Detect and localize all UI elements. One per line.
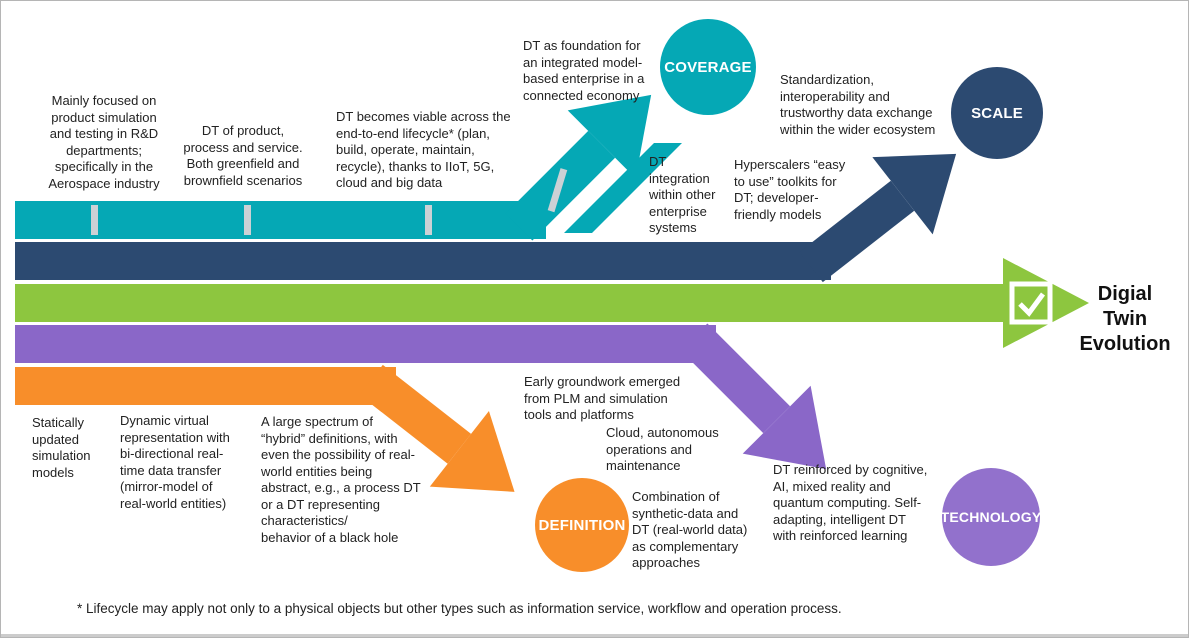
definition-arrow xyxy=(359,364,515,492)
scale-arrow-head xyxy=(872,153,957,235)
note-dt-reinforced: DT reinforced by cognitive, AI, mixed re… xyxy=(773,462,928,543)
note-hyperscalers: Hyperscalers “easy to use” toolkits for … xyxy=(734,157,846,222)
technology-label: TECHNOLOGY xyxy=(940,509,1042,525)
checkmark-icon xyxy=(1018,292,1046,317)
coverage-band xyxy=(15,201,546,239)
note-large-spectrum: A large spectrum of “hybrid” definitions… xyxy=(261,414,421,545)
coverage-milestone-badge: COVERAGE xyxy=(660,19,756,115)
coverage-ribbon-sliver xyxy=(564,143,682,233)
note-statically-updated: Statically updated simulation models xyxy=(32,415,91,480)
technology-arrow xyxy=(680,323,827,470)
tick-mark-icon xyxy=(425,205,432,235)
technology-arrow-head xyxy=(742,385,827,470)
scale-band xyxy=(15,242,831,280)
note-combination-synthetic: Combination of synthetic-data and DT (re… xyxy=(632,489,748,570)
scale-arrow-shaft xyxy=(799,180,915,283)
note-mainly-focused: Mainly focused on product simulation and… xyxy=(48,93,160,191)
note-dt-of-product: DT of product, process and service. Both… xyxy=(183,123,303,188)
page-title: Digial Twin Evolution xyxy=(1079,283,1171,355)
definition-arrow-shaft xyxy=(359,364,472,464)
technology-milestone-badge: TECHNOLOGY xyxy=(940,468,1042,566)
coverage-label: COVERAGE xyxy=(664,58,752,76)
note-dt-becomes-viable: DT becomes viable across the end-to-end … xyxy=(336,109,511,190)
coverage-arrow-head xyxy=(567,94,652,179)
scale-label: SCALE xyxy=(971,104,1023,122)
note-dt-as-foundation: DT as foundation for an integrated model… xyxy=(523,38,645,103)
tick-mark-icon xyxy=(547,168,568,213)
note-cloud-autonomous: Cloud, autonomous operations and mainten… xyxy=(606,425,719,473)
note-dynamic-virtual: Dynamic virtual representation with bi-d… xyxy=(120,413,230,511)
tick-mark-icon xyxy=(91,205,98,235)
evolution-band xyxy=(15,284,1003,322)
note-early-groundwork: Early groundwork emerged from PLM and si… xyxy=(524,374,681,422)
definition-label: DEFINITION xyxy=(538,516,626,534)
note-standardization: Standardization, interoperability and tr… xyxy=(780,72,936,137)
definition-band xyxy=(15,367,396,405)
tick-mark-icon xyxy=(244,205,251,235)
scale-arrow xyxy=(799,153,957,283)
technology-arrow-shaft xyxy=(680,323,791,434)
footnote: * Lifecycle may apply not only to a phys… xyxy=(77,601,842,616)
checkbox-icon xyxy=(1009,281,1053,325)
definition-milestone-badge: DEFINITION xyxy=(535,478,629,572)
scale-milestone-badge: SCALE xyxy=(951,67,1043,159)
technology-band xyxy=(15,325,716,363)
note-dt-integration: DT integration within other enterprise s… xyxy=(649,154,716,235)
definition-arrow-head xyxy=(429,410,515,492)
evolution-arrow-head xyxy=(1003,258,1089,348)
bottom-border xyxy=(1,634,1188,637)
